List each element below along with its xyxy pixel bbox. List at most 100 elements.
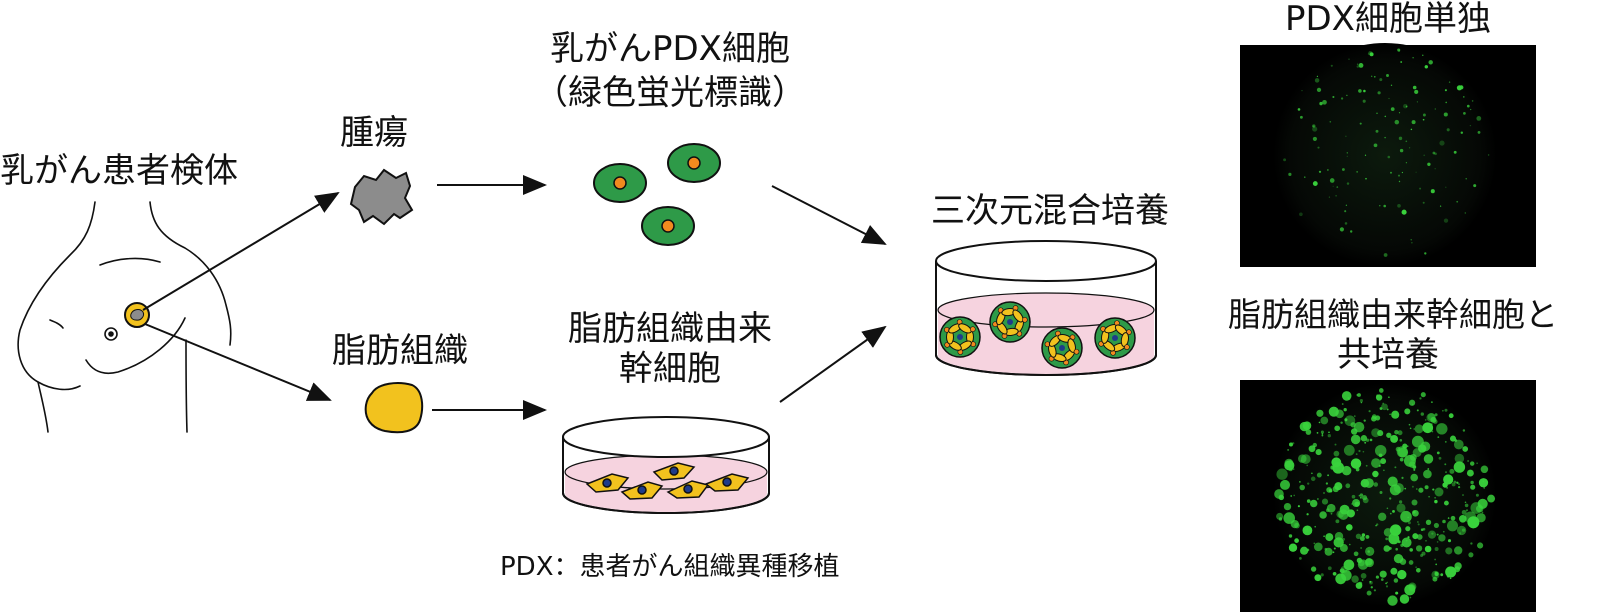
fluorescent-cell: [1357, 393, 1361, 397]
fluorescent-cell: [1424, 252, 1427, 255]
fluorescent-cell: [1469, 124, 1472, 127]
fluorescent-cell: [1402, 443, 1408, 449]
fluorescent-cell: [1321, 433, 1324, 435]
fluorescent-cell: [1425, 540, 1427, 542]
fluorescent-cell: [1384, 115, 1387, 118]
fluorescent-cell: [1427, 530, 1437, 539]
fluorescent-cell: [1434, 413, 1438, 417]
fluorescent-cell: [1387, 476, 1398, 487]
pdx-cells-label: 乳がんPDX細胞: [550, 29, 790, 69]
fluorescent-cell: [1389, 512, 1392, 515]
fluorescent-cell: [1440, 205, 1442, 207]
fluorescent-cell: [1346, 94, 1348, 97]
fluorescent-cell: [1356, 65, 1360, 68]
fluorescent-cell: [1293, 494, 1295, 497]
fluorescent-cell: [1436, 451, 1440, 455]
fluorescent-cell: [1298, 454, 1307, 463]
fluorescent-cell: [1408, 461, 1416, 469]
fluorescent-cell: [1389, 524, 1402, 536]
fluorescent-cell: [1310, 476, 1316, 482]
fluorescent-cell: [1394, 466, 1397, 469]
fluorescent-cell: [1397, 569, 1407, 580]
fluorescent-cell: [1390, 107, 1395, 111]
fluorescent-cell: [1434, 108, 1436, 110]
fluorescent-cell: [1371, 75, 1373, 77]
fluorescent-cell: [1434, 487, 1444, 497]
fluorescent-cell: [1446, 128, 1450, 132]
fluorescent-cell: [1426, 413, 1436, 423]
fluorescent-cell: [1336, 510, 1344, 518]
fluorescent-cell: [1383, 204, 1386, 208]
fluorescent-cell: [1445, 101, 1447, 104]
fluorescent-cell: [1288, 534, 1293, 538]
fluorescent-cell: [1311, 472, 1313, 475]
fluorescent-cell: [1422, 113, 1426, 117]
fluorescent-cell: [1313, 542, 1323, 552]
adsc-cells: [585, 462, 750, 500]
fluorescent-cell: [1423, 469, 1432, 479]
fluorescent-cell: [1473, 520, 1477, 524]
adipose-tissue-label: 脂肪組織: [332, 331, 468, 371]
fluorescent-cell: [1477, 130, 1481, 134]
fluorescent-cell: [1422, 201, 1425, 204]
fluorescent-cell: [1456, 200, 1459, 203]
fluorescent-cell: [1397, 430, 1403, 436]
fluorescent-cell: [1327, 566, 1332, 571]
fluorescent-cell: [1432, 151, 1436, 155]
fluorescent-cell: [1319, 101, 1323, 106]
fluorescent-cell: [1469, 461, 1475, 466]
fluorescent-cell: [1343, 559, 1355, 571]
fluorescent-cell: [1408, 582, 1417, 591]
fluorescent-cell: [1316, 432, 1319, 434]
fluorescent-cell: [1306, 499, 1311, 503]
fluorescent-cell: [1373, 143, 1378, 148]
fluorescent-cell: [1327, 434, 1331, 438]
fluorescent-cell: [1379, 491, 1383, 494]
fluorescent-cell: [1350, 434, 1361, 445]
fluorescent-cell: [1354, 415, 1356, 417]
fluorescent-cell: [1368, 51, 1373, 56]
fluorescent-cell: [1408, 560, 1414, 565]
fluorescent-cell: [1356, 509, 1359, 512]
fluorescent-cell: [1464, 503, 1469, 508]
fluorescent-cell: [1364, 441, 1367, 444]
fluorescent-cell: [1320, 573, 1324, 577]
fluorescent-cell: [1443, 474, 1454, 485]
fluorescent-cell: [1297, 505, 1300, 508]
tumor-fragment-icon: [349, 168, 414, 226]
fluorescent-cell: [1297, 108, 1301, 111]
fluorescent-cell: [1445, 566, 1457, 578]
fluorescent-cell: [1398, 500, 1403, 504]
fluorescent-cell: [1332, 551, 1335, 554]
fluorescent-cell: [1359, 398, 1364, 403]
fluorescent-cell: [1325, 533, 1334, 542]
fluorescent-cell: [1425, 519, 1432, 525]
fluorescent-cell: [1346, 155, 1348, 157]
fluorescent-cell: [1359, 536, 1365, 542]
fluorescent-cell: [1480, 485, 1483, 487]
fluorescent-cell: [1378, 388, 1384, 393]
fluorescent-cell: [1398, 136, 1403, 141]
fluorescent-cell: [1453, 150, 1457, 154]
fluorescent-cell: [1447, 539, 1452, 543]
fluorescent-cell: [1397, 203, 1401, 208]
coculture-label: 三次元混合培養: [931, 191, 1169, 231]
fluorescent-cell: [1284, 460, 1295, 471]
fluorescent-cell: [1417, 523, 1420, 526]
fluorescent-cell: [1456, 481, 1459, 484]
fluorescent-cell: [1385, 537, 1389, 541]
fluorescent-cell: [1378, 512, 1387, 521]
fluorescent-cell: [1424, 545, 1432, 553]
fluorescent-cell: [1401, 209, 1407, 215]
fluorescent-cell: [1380, 458, 1387, 465]
arrow-to-tumor: [142, 191, 340, 311]
fluorescent-cell: [1420, 392, 1426, 398]
fluorescent-cell: [1409, 596, 1412, 599]
patient-specimen-label: 乳がん患者検体: [0, 151, 238, 191]
fluorescent-cell: [1383, 253, 1388, 257]
fluorescent-cell: [1355, 582, 1363, 589]
fluorescent-cell: [1320, 416, 1329, 425]
fluorescent-cell: [1424, 419, 1427, 421]
fluorescent-cell: [1448, 81, 1451, 83]
fluorescent-cell: [1453, 439, 1464, 450]
